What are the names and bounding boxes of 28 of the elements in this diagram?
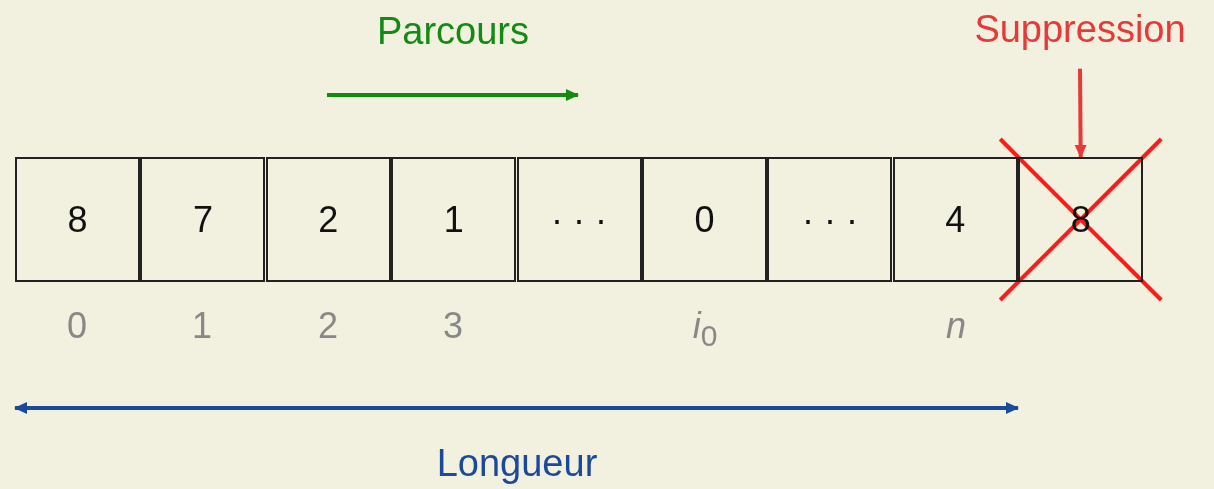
cell-value: 1 <box>443 198 464 241</box>
cell-value: 2 <box>318 198 339 241</box>
cell-value: 0 <box>694 198 715 241</box>
arrow <box>1074 68 1087 158</box>
dimension-label: Longueur <box>436 442 598 485</box>
array-cell <box>642 157 767 282</box>
array-cell <box>1018 157 1144 282</box>
array-cell <box>140 157 266 282</box>
array-cell <box>892 157 1018 282</box>
index-label: i$_{0}$ <box>692 305 718 354</box>
array-cell <box>767 157 893 282</box>
cell-value: 8 <box>67 198 88 241</box>
array-cell <box>15 157 140 282</box>
arrow-label: Parcours <box>376 10 530 53</box>
cell-value: · · · <box>551 198 608 241</box>
cell-value: · · · <box>801 198 858 241</box>
array-cell <box>516 157 642 282</box>
callout-text: Suppression <box>974 8 1186 51</box>
index-label: 3 <box>443 305 463 347</box>
cell-value: 4 <box>945 198 966 241</box>
array-cell <box>391 157 517 282</box>
index-label: 2 <box>318 305 338 347</box>
cell-value: 8 <box>1070 198 1091 241</box>
index-label: 0 <box>67 305 87 347</box>
index-label: n <box>946 305 966 347</box>
cell-value: 7 <box>192 198 213 241</box>
array-cell <box>265 157 391 282</box>
index-label: 1 <box>192 305 212 347</box>
